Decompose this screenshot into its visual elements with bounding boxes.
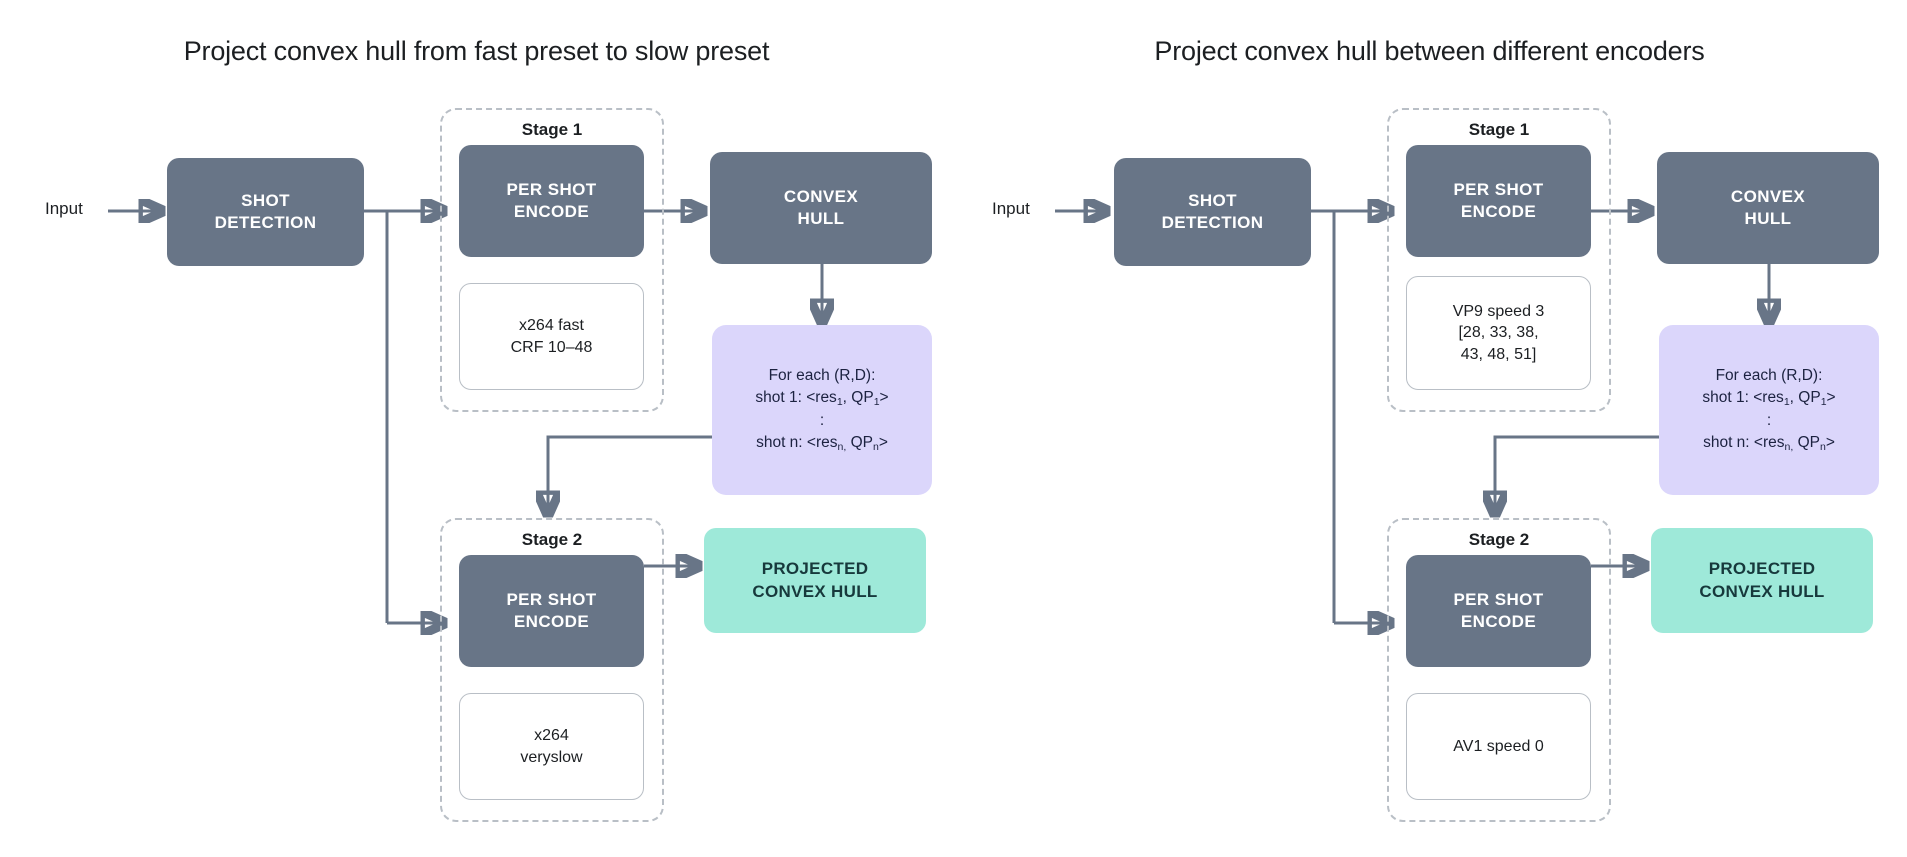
wire-rdbox-to-stage2 — [1495, 435, 1659, 515]
stage-2-container-left: Stage 2 — [440, 518, 664, 822]
page-title-right: Project convex hull between different en… — [1154, 36, 1705, 66]
config-box-stage1-left: x264 fast CRF 10–48 — [459, 283, 644, 390]
rd-line-2: shot 1: <res1, QP1> — [1702, 389, 1836, 409]
node-per-shot-encode-stage1-right[interactable]: PER SHOT ENCODE — [1406, 145, 1591, 257]
node-convex-hull-right[interactable]: CONVEX HULL — [1657, 152, 1879, 264]
config-box-stage2-left: x264 veryslow — [459, 693, 644, 800]
config-box-stage1-right: VP9 speed 3 [28, 33, 38, 43, 48, 51] — [1406, 276, 1591, 390]
node-projected-convex-hull-left[interactable]: PROJECTED CONVEX HULL — [704, 528, 926, 633]
rd-line-1: For each (R,D): — [768, 367, 876, 385]
input-label-right: Input — [992, 199, 1030, 218]
page-title-left: Project convex hull from fast preset to … — [183, 36, 770, 66]
stage-1-label-left: Stage 1 — [521, 120, 583, 139]
stage-1-label-right: Stage 1 — [1468, 120, 1530, 139]
rd-line-4: shot n: <resn, QPn> — [1703, 434, 1835, 453]
stage-2-label-left: Stage 2 — [521, 530, 583, 549]
input-label-left: Input — [45, 199, 83, 218]
node-projected-convex-hull-right[interactable]: PROJECTED CONVEX HULL — [1651, 528, 1873, 633]
stage-2-container-right: Stage 2 — [1387, 518, 1611, 822]
panel-fast-to-slow-preset: Project convex hull from fast preset to … — [0, 0, 953, 857]
rd-list-box-right: For each (R,D): shot 1: <res1, QP1> : sh… — [1659, 325, 1879, 495]
node-shot-detection-left[interactable]: SHOT DETECTION — [167, 158, 364, 266]
rd-line-2: shot 1: <res1, QP1> — [755, 389, 889, 409]
node-shot-detection-right[interactable]: SHOT DETECTION — [1114, 158, 1311, 266]
rd-line-4: shot n: <resn, QPn> — [756, 434, 888, 453]
config-box-stage2-right: AV1 speed 0 — [1406, 693, 1591, 800]
connector-wires-right — [1055, 0, 1906, 857]
rd-list-box-left: For each (R,D): shot 1: <res1, QP1> : sh… — [712, 325, 932, 495]
node-per-shot-encode-stage2-left[interactable]: PER SHOT ENCODE — [459, 555, 644, 667]
node-per-shot-encode-stage1-left[interactable]: PER SHOT ENCODE — [459, 145, 644, 257]
stage-1-container-right: Stage 1 — [1387, 108, 1611, 412]
panel-between-encoders: Project convex hull between different en… — [953, 0, 1906, 857]
rd-line-1: For each (R,D): — [1715, 367, 1823, 385]
node-convex-hull-left[interactable]: CONVEX HULL — [710, 152, 932, 264]
wire-rdbox-to-stage2 — [548, 435, 712, 515]
stage-1-container-left: Stage 1 — [440, 108, 664, 412]
rd-line-3: : — [819, 412, 825, 429]
stage-2-label-right: Stage 2 — [1468, 530, 1530, 549]
node-per-shot-encode-stage2-right[interactable]: PER SHOT ENCODE — [1406, 555, 1591, 667]
connector-wires-left — [108, 0, 953, 857]
rd-line-3: : — [1766, 412, 1772, 429]
